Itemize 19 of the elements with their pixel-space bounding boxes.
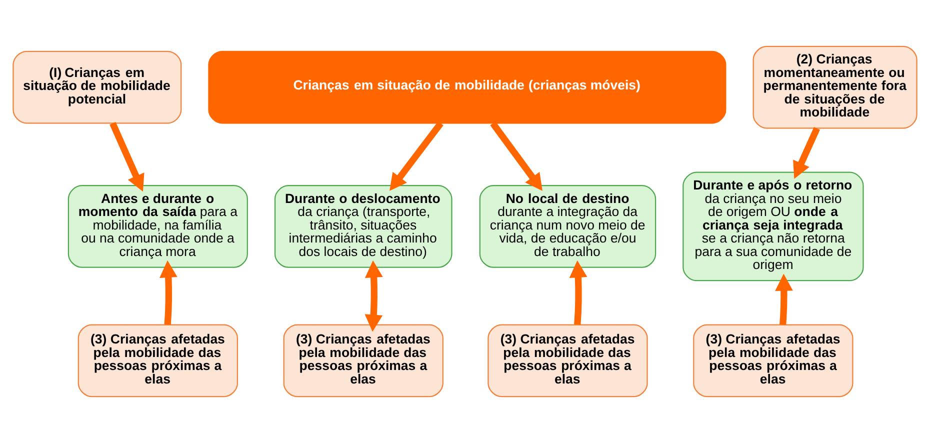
node-box: Crianças em situação de mobilidade (crianças móveis) bbox=[208, 50, 726, 124]
node-box: (3) Crianças afetadas pela mobilidade das pessoas próximas a elas bbox=[78, 324, 238, 397]
arrow bbox=[490, 120, 542, 190]
node-box: No local de destino durante a integração da criança num novo meio de vida, de educação e/ou de trabalho bbox=[479, 184, 656, 268]
arrow bbox=[110, 121, 144, 192]
arrow bbox=[364, 260, 383, 332]
node-box: (2) Crianças momentaneamente ou permanentemente fora de situações de mobilidade bbox=[752, 45, 918, 128]
node-box: Antes e durante o momento da saída para a mobilidade, na família ou na comunidade onde a criança mora bbox=[68, 184, 248, 268]
arrow bbox=[793, 126, 820, 178]
node-box: Durante e após o retorno da criança no seu meio de origem OU onde a criança seja integrada se a criança não retorna para a sua comunidade de origem bbox=[682, 171, 864, 281]
arrow bbox=[775, 273, 793, 324]
arrow bbox=[160, 260, 178, 324]
node-box: (I) Crianças em situação de mobilidade potencial bbox=[12, 50, 182, 124]
arrow bbox=[569, 260, 588, 324]
arrow bbox=[390, 120, 444, 190]
node-box: Durante o deslocamento da criança (transporte, trânsito, situações intermediárias a caminho dos locais de destino) bbox=[274, 184, 452, 268]
node-box: (3) Crianças afetadas pela mobilidade das pessoas próximas a elas bbox=[693, 324, 854, 397]
node-box: (3) Crianças afetadas pela mobilidade das pessoas próximas a elas bbox=[488, 324, 648, 397]
node-box: (3) Crianças afetadas pela mobilidade das pessoas próximas a elas bbox=[283, 324, 444, 397]
